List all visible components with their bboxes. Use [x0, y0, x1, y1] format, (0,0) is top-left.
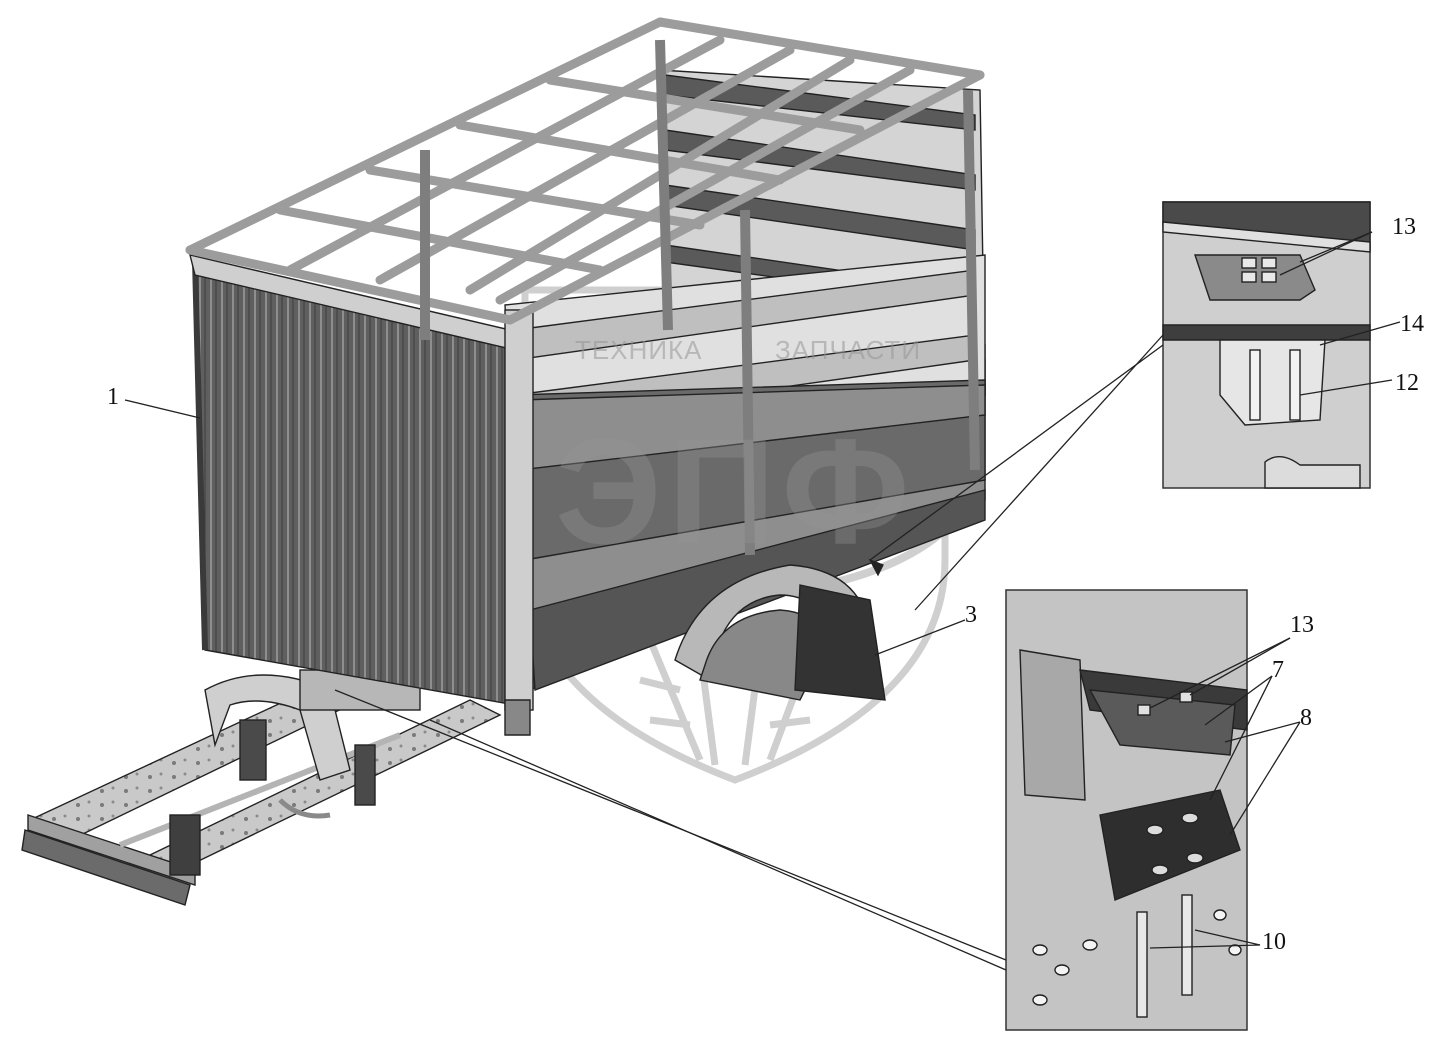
inset-bottom-upper-nuts: [1137, 691, 1193, 716]
leader-10: [1149, 944, 1261, 949]
canopy-roof-long-1: [285, 35, 725, 275]
leader-3: [874, 619, 966, 656]
rear-wheel-arch: [674, 564, 886, 701]
inset-top-beam: [1162, 324, 1371, 341]
inset-bottom: [1005, 589, 1248, 1031]
leader-8: [1224, 721, 1301, 743]
inset-top-nuts: [1241, 257, 1277, 283]
leader-13-bottom-b: [1189, 637, 1291, 696]
leader-10-b: [1194, 929, 1261, 946]
chassis-crossbar: [118, 732, 402, 848]
canopy-post-4: [963, 89, 980, 471]
canopy-roof-long-4: [495, 65, 915, 305]
leader-13-top-b: [1279, 231, 1373, 276]
canopy-post-2: [655, 39, 673, 331]
callout-1: 1: [107, 384, 119, 410]
inset-bottom-lower-holes: [1146, 812, 1204, 876]
canopy-roof-bow-4: [545, 75, 865, 135]
callout-14: 14: [1400, 311, 1424, 337]
leader-1: [124, 399, 201, 419]
watermark-right-text: ЗАПЧАСТИ: [775, 335, 922, 365]
leader-14: [1319, 321, 1401, 346]
inset-top-plate: [1219, 339, 1326, 426]
leader-lines: [124, 231, 1401, 971]
callout-12: 12: [1395, 370, 1419, 396]
rear-corner-post: [504, 309, 534, 711]
watermark-logo-letters: ЭПФ: [555, 407, 916, 575]
callout-13-top: 13: [1392, 214, 1416, 240]
chassis-front-crossmember: [27, 814, 196, 886]
leader-inset-top: [914, 334, 1164, 611]
chassis-exhaust: [278, 798, 331, 819]
tailgate-edge: [192, 259, 208, 651]
leader-12: [1299, 379, 1393, 396]
watermark-left-text: ТЕХНИКА: [575, 335, 703, 365]
inset-bottom-frame-holes: [1032, 909, 1242, 1006]
chassis-bracket-2: [354, 744, 376, 806]
inset-bottom-lower-clamp: [1099, 789, 1241, 901]
callout-3: 3: [965, 602, 977, 628]
chassis-bracket-3: [169, 814, 201, 876]
inset-top-bolts: [1249, 349, 1301, 421]
leader-inset-bottom-b: [429, 719, 1007, 971]
leader-13-bottom: [1149, 637, 1291, 709]
chassis-frame: [21, 669, 502, 906]
inset-top: [1162, 201, 1371, 489]
leader-7: [1204, 675, 1273, 726]
inset-bottom-bolts: [1136, 894, 1193, 1018]
chassis-bracket-1: [239, 719, 267, 781]
canopy-roof-long-2: [375, 45, 795, 285]
canopy-post-3: [740, 209, 755, 556]
canopy-roof-rail-left: [185, 17, 665, 255]
arrow-head: [868, 558, 884, 577]
callout-7: 7: [1272, 657, 1284, 683]
canopy-roof-rail-rear: [185, 245, 515, 325]
leader-8-b: [1229, 721, 1301, 836]
leader-inset-top-b: [869, 344, 1164, 561]
callout-13-bottom: 13: [1290, 612, 1314, 638]
canopy-roof-bow-1: [275, 205, 605, 275]
inset-top-rail-light: [1162, 221, 1371, 253]
mudflap: [794, 584, 886, 701]
canopy-roof-rail-front: [655, 17, 985, 80]
inset-bottom-wall: [1019, 649, 1086, 801]
canopy-roof-rail-right: [505, 70, 985, 325]
callout-8: 8: [1300, 705, 1312, 731]
canopy-frame: [185, 17, 985, 556]
callout-10: 10: [1262, 929, 1286, 955]
chassis-bumper: [21, 829, 191, 906]
rear-step: [504, 699, 531, 736]
inset-top-hitch: [1264, 456, 1361, 489]
